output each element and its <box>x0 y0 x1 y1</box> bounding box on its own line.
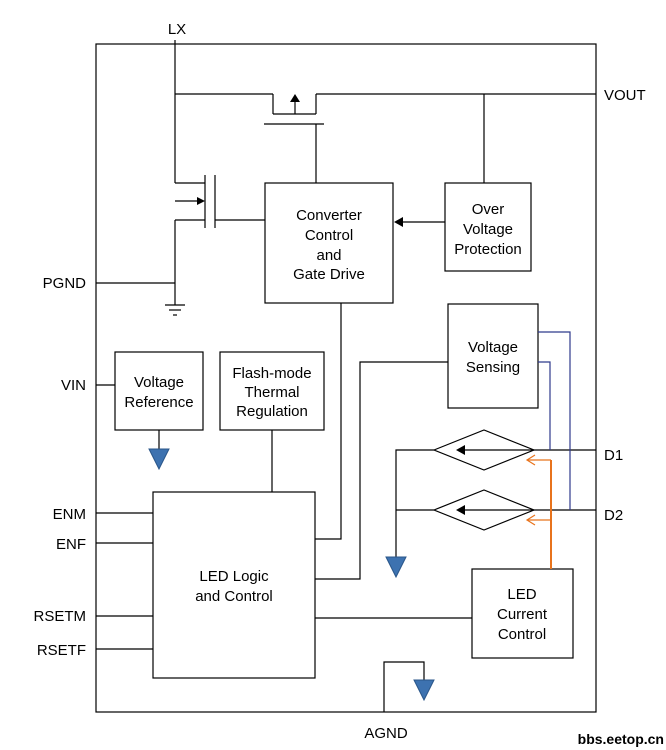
current-feedback <box>525 454 552 569</box>
power-stage-wiring <box>96 40 596 305</box>
flash-thermal-line-1: Flash-mode <box>232 365 311 382</box>
pin-d2: D2 <box>604 507 623 524</box>
logic-input-wires <box>96 512 153 650</box>
voltage-reference-block: Voltage Reference <box>114 351 204 431</box>
pin-rsetf: RSETF <box>37 642 86 659</box>
ovp-line-3: Protection <box>454 241 522 258</box>
d2-current-source <box>432 489 596 531</box>
voltage-reference-line-1: Voltage <box>134 374 184 391</box>
pin-lx: LX <box>168 21 186 38</box>
voltage-sensing-block: Voltage Sensing <box>447 303 539 409</box>
pin-d1: D1 <box>604 447 623 464</box>
pin-vout: VOUT <box>604 87 646 104</box>
pin-vin: VIN <box>61 377 86 394</box>
ovp-line-2: Voltage <box>463 221 513 238</box>
nmos-transistor <box>175 175 265 228</box>
logic-to-converter-wire <box>315 303 342 540</box>
chip-boundary <box>95 43 597 713</box>
sense-taps <box>538 331 571 510</box>
converter-control-line-2: Control <box>305 227 353 244</box>
sensing-to-logic-wire <box>315 361 448 580</box>
over-voltage-protection-block: Over Voltage Protection <box>444 182 532 272</box>
pin-pgnd: PGND <box>43 275 87 292</box>
led-logic-block: LED Logic and Control <box>152 491 316 679</box>
pin-enf: ENF <box>56 536 86 553</box>
pin-enm: ENM <box>53 506 86 523</box>
current-source-ground-wiring <box>395 449 434 557</box>
voltage-sensing-line-2: Sensing <box>466 359 520 376</box>
voltage-sensing-line-1: Voltage <box>468 339 518 356</box>
led-current-control-line-1: LED <box>507 586 536 603</box>
led-current-control-line-2: Current <box>497 606 548 623</box>
agnd-wire <box>383 661 425 712</box>
ovp-to-converter-arrow <box>394 217 445 227</box>
led-current-control-block: LED Current Control <box>471 568 574 659</box>
vref-ground-icon <box>148 448 170 471</box>
pgnd-ground-icon <box>165 304 185 316</box>
pin-agnd: AGND <box>364 725 408 742</box>
led-current-control-line-3: Control <box>498 626 546 643</box>
converter-control-line-3: and <box>316 247 341 264</box>
pmos-transistor <box>264 94 324 183</box>
agnd-ground-icon <box>413 679 435 702</box>
flash-thermal-line-2: Thermal <box>244 384 299 401</box>
led-logic-line-1: LED Logic <box>199 568 269 585</box>
d1-current-source <box>432 429 596 471</box>
current-source-ground-icon <box>385 556 407 579</box>
flash-thermal-line-3: Regulation <box>236 403 308 420</box>
converter-control-line-4: Gate Drive <box>293 266 365 283</box>
ovp-line-1: Over <box>472 201 505 218</box>
flash-thermal-block: Flash-mode Thermal Regulation <box>219 351 325 431</box>
converter-control-line-1: Converter <box>296 207 362 224</box>
pin-rsetm: RSETM <box>34 608 87 625</box>
voltage-reference-line-2: Reference <box>124 394 193 411</box>
led-logic-line-2: and Control <box>195 588 273 605</box>
converter-control-block: Converter Control and Gate Drive <box>264 182 394 304</box>
watermark-text: bbs.eetop.cn <box>578 731 664 747</box>
